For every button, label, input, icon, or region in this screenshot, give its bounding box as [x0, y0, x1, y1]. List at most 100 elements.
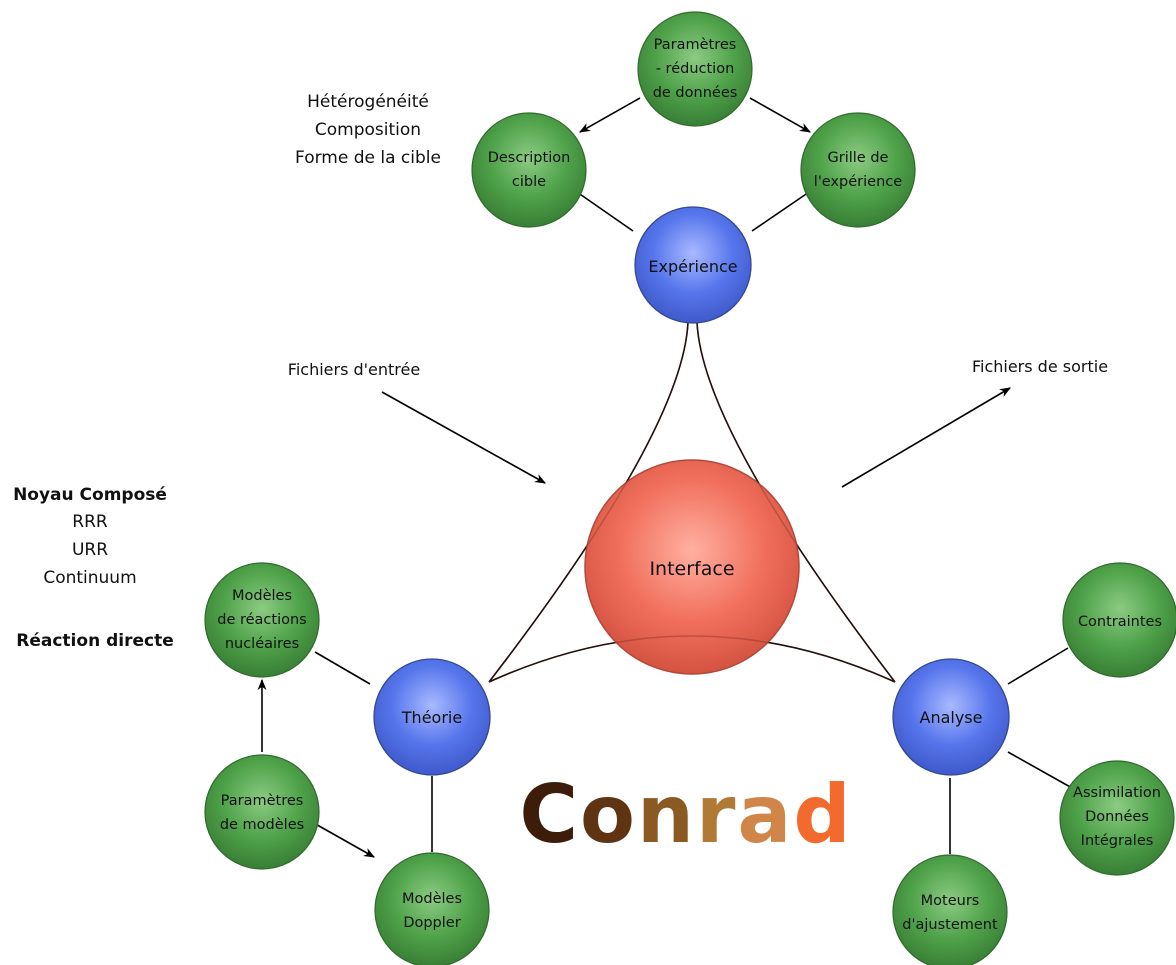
integral-data-assimilation-circle [1059, 760, 1175, 876]
fitting-engines-circle [892, 854, 1008, 965]
doppler-models-circle [374, 852, 490, 965]
model-parameters-label: Paramètres de modèles [220, 793, 304, 833]
edge-inner-bottom [488, 635, 896, 683]
text-line: Moteurs [921, 893, 980, 909]
text-line: Grille de [828, 150, 889, 166]
node-params-reduction[interactable]: Paramètres - réduction de données [637, 11, 753, 127]
experience-label: Expérience [648, 257, 737, 276]
interface-label: Interface [649, 558, 734, 580]
target-description-label: Description cible [488, 150, 571, 190]
model-parameters-circle [204, 754, 320, 870]
node-target-description[interactable]: Description cible [471, 112, 587, 228]
edge-experience-grid [751, 187, 816, 232]
nuclear-reaction-models-circle [204, 562, 320, 678]
edge-inner-right [696, 321, 896, 683]
experiment-grid-label: Grille de l'expérience [814, 150, 902, 190]
params-reduction-circle [637, 11, 753, 127]
text-line: Paramètres [654, 37, 737, 53]
text-line: Données [1085, 809, 1149, 825]
text-line: URR [72, 540, 108, 560]
text-line: Paramètres [221, 793, 304, 809]
text-line: l'expérience [814, 174, 902, 190]
nuclear-reaction-models-label: Modèles de réactions nucléaires [217, 588, 307, 652]
text-line: cible [512, 174, 546, 190]
edge-inner-left [488, 321, 689, 683]
text-line: Hétérogénéité [307, 92, 429, 112]
analysis-circle [892, 658, 1010, 776]
output-files-label: Fichiers de sortie [972, 357, 1108, 376]
text-line: Composition [315, 120, 421, 140]
direct-reaction-label: Réaction directe [16, 631, 173, 651]
conrad-logo: Conrad [519, 768, 852, 861]
logo-letter: n [637, 768, 696, 861]
text-line: Théorie [401, 708, 462, 727]
node-analysis[interactable]: Analyse [892, 658, 1010, 776]
text-line: de données [653, 85, 738, 101]
edge-theory-nuclear-models [314, 651, 371, 685]
edge-analysis-constraints [1007, 647, 1069, 685]
target-description-circle [471, 112, 587, 228]
edge-experience-description [573, 189, 634, 232]
edge-experience-interface-left [488, 321, 689, 683]
arrow-input-files [381, 391, 546, 484]
arrow-output-files [841, 387, 1011, 488]
compound-items-text: RRR URR Continuum [43, 512, 136, 588]
text-line: Description [488, 150, 571, 166]
text-line: Forme de la cible [295, 148, 441, 168]
constraints-label: Contraintes [1078, 614, 1162, 630]
constraints-circle [1062, 562, 1176, 678]
node-fitting-engines[interactable]: Moteurs d'ajustement [892, 854, 1008, 965]
experiment-grid-circle [800, 112, 916, 228]
edge-experience-interface-right [696, 321, 896, 683]
text-line: Modèles [232, 588, 292, 604]
node-constraints[interactable]: Contraintes [1062, 562, 1176, 678]
node-model-parameters[interactable]: Paramètres de modèles [204, 754, 320, 870]
text-line: nucléaires [225, 636, 299, 652]
text-line: de modèles [220, 817, 304, 833]
experience-circle [634, 206, 752, 324]
theory-circle [373, 658, 491, 776]
node-experiment-grid[interactable]: Grille de l'expérience [800, 112, 916, 228]
conrad-logo-text: Conrad [519, 768, 852, 861]
arrow-params-to-description [579, 97, 641, 133]
arrow-model-params-to-doppler [311, 821, 375, 858]
input-files-label: Fichiers d'entrée [288, 360, 420, 379]
node-nuclear-reaction-models[interactable]: Modèles de réactions nucléaires [204, 562, 320, 678]
logo-letter: o [580, 768, 637, 861]
compound-nucleus-label: Noyau Composé [13, 485, 167, 505]
text-line: Continuum [43, 568, 136, 588]
text-line: Contraintes [1078, 614, 1162, 630]
edge-analysis-assimilation [1007, 751, 1073, 789]
text-line: d'ajustement [902, 917, 998, 933]
arrow-params-to-grid [749, 97, 811, 133]
node-experience[interactable]: Expérience [634, 206, 752, 324]
text-line: Modèles [402, 891, 462, 907]
analysis-label: Analyse [920, 708, 983, 727]
theory-label: Théorie [401, 708, 462, 727]
text-line: de réactions [217, 612, 307, 628]
text-line: Interface [649, 558, 734, 580]
logo-letter: a [737, 768, 793, 861]
interface-circle [584, 459, 800, 675]
node-interface[interactable]: Interface [488, 321, 896, 683]
logo-letter: d [793, 768, 852, 861]
fitting-engines-label: Moteurs d'ajustement [902, 893, 998, 933]
text-line: Assimilation [1073, 785, 1161, 801]
node-theory[interactable]: Théorie [373, 658, 491, 776]
text-line: RRR [72, 512, 108, 532]
logo-letter: r [696, 768, 737, 861]
text-line: - réduction [656, 61, 735, 77]
text-line: Doppler [403, 915, 460, 931]
text-line: Expérience [648, 257, 737, 276]
params-reduction-label: Paramètres - réduction de données [653, 37, 738, 101]
text-line: Analyse [920, 708, 983, 727]
text-line: Intégrales [1081, 833, 1154, 849]
edges [257, 97, 1073, 858]
